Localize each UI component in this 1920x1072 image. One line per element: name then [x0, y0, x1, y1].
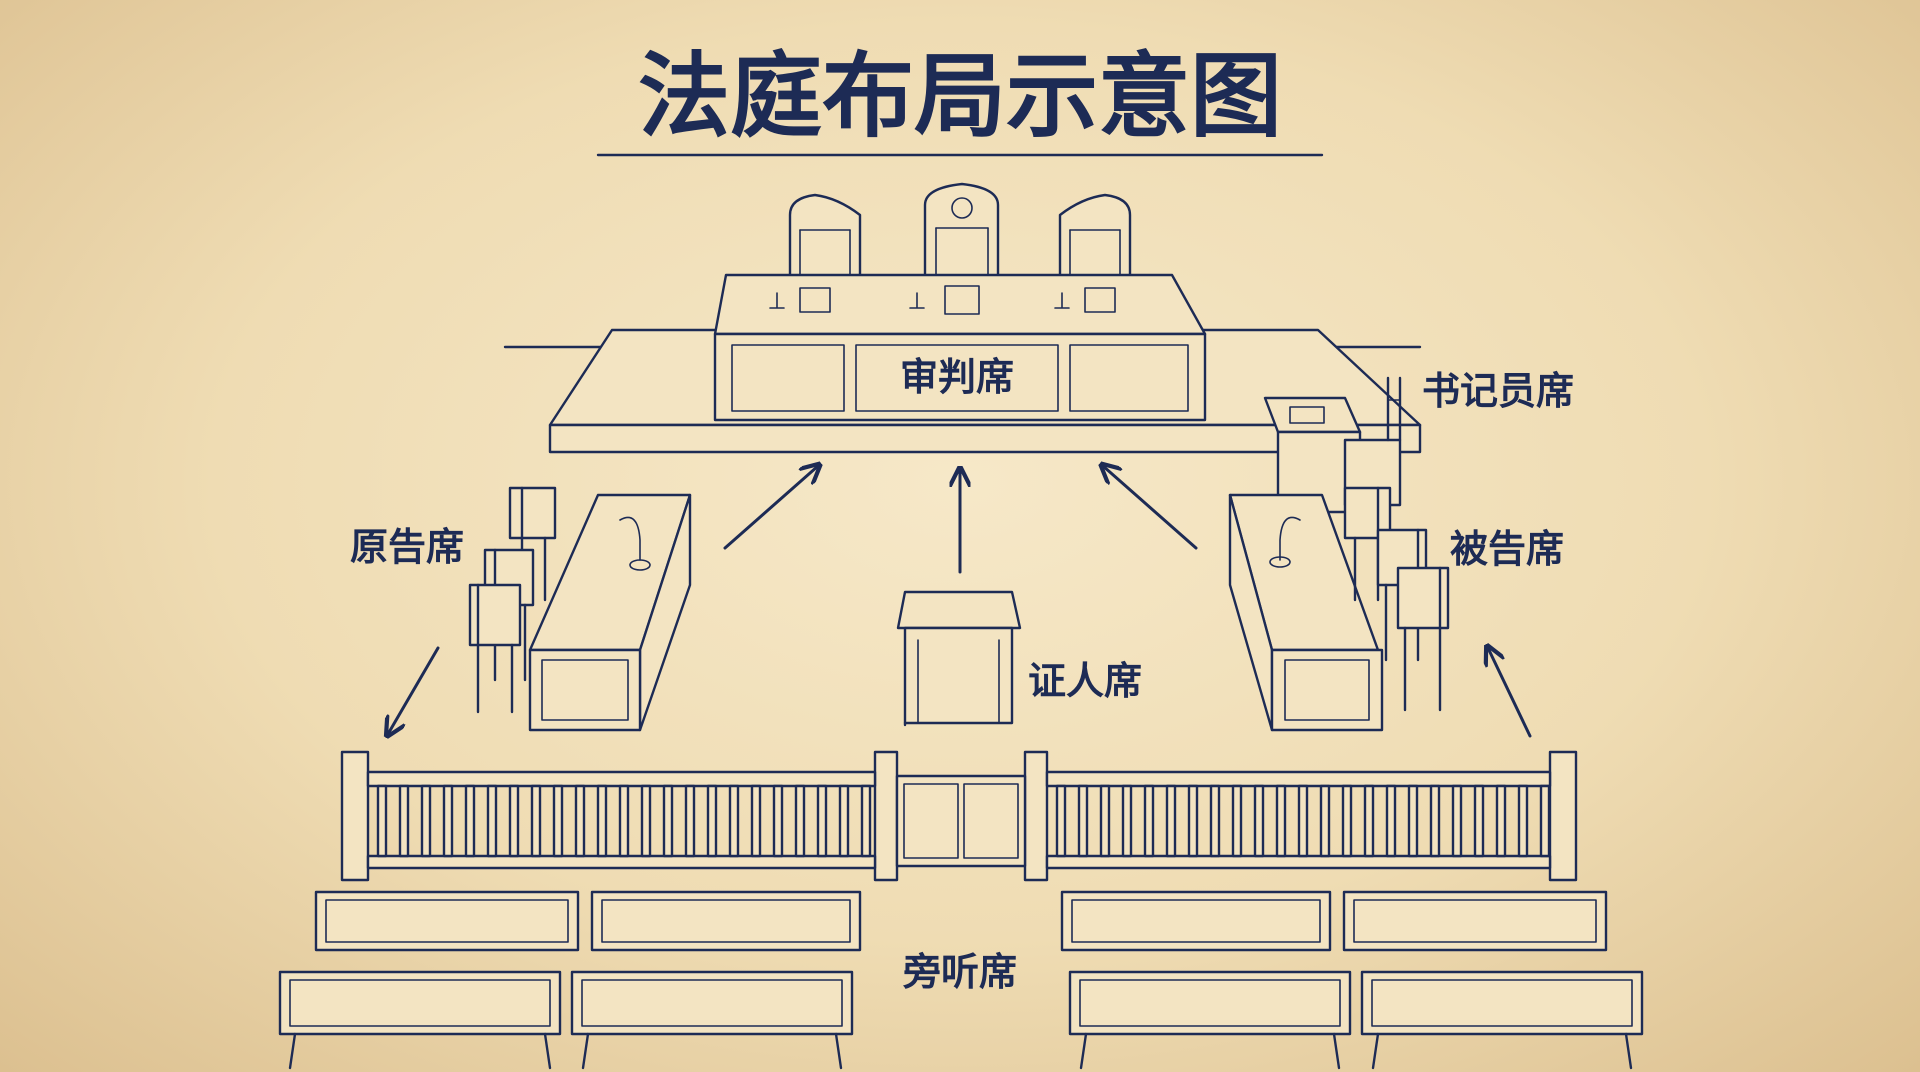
witness-label: 证人席: [1028, 658, 1142, 703]
baluster: [1077, 784, 1089, 858]
baluster: [1121, 784, 1133, 858]
baluster: [530, 784, 542, 858]
baluster: [486, 784, 498, 858]
baluster: [1319, 784, 1331, 858]
bench-front-right-1: [1068, 970, 1352, 1070]
baluster: [1341, 784, 1353, 858]
baluster: [596, 784, 608, 858]
baluster: [1451, 784, 1463, 858]
baluster: [640, 784, 652, 858]
gallery-label: 旁听席: [902, 949, 1017, 994]
baluster: [420, 784, 432, 858]
baluster: [464, 784, 476, 858]
balusters-left: [376, 784, 872, 858]
baluster: [1253, 784, 1265, 858]
baluster: [816, 784, 828, 858]
baluster: [376, 784, 388, 858]
baluster: [1231, 784, 1243, 858]
judge-chair-left: [788, 193, 862, 284]
witness-stand: [896, 590, 1022, 727]
defendant-chairs: [1343, 486, 1450, 712]
defendant-desk: [1228, 493, 1384, 732]
bench-back-left-2: [590, 890, 862, 952]
baluster: [618, 784, 630, 858]
baluster: [838, 784, 850, 858]
baluster: [1385, 784, 1397, 858]
bench-back-left-1: [314, 890, 580, 952]
balusters-right: [1055, 784, 1551, 858]
plaintiff-chair-1: [508, 486, 557, 602]
baluster: [1473, 784, 1485, 858]
baluster: [442, 784, 454, 858]
bench-front-left-2: [570, 970, 854, 1070]
baluster: [1429, 784, 1441, 858]
baluster: [574, 784, 586, 858]
plaintiff-chairs: [468, 486, 557, 714]
baluster: [398, 784, 410, 858]
baluster: [728, 784, 740, 858]
arrow-gallery-to-defendant: [1488, 648, 1532, 738]
baluster: [706, 784, 718, 858]
baluster: [1209, 784, 1221, 858]
judge-chairs: [788, 182, 1132, 284]
baluster: [1275, 784, 1287, 858]
baluster: [794, 784, 806, 858]
baluster: [508, 784, 520, 858]
page-title: 法庭布局示意图: [638, 42, 1282, 150]
defendant-chair-3: [1396, 566, 1450, 712]
baluster: [772, 784, 784, 858]
baluster: [1055, 784, 1067, 858]
flow-arrows: [388, 466, 1532, 738]
judge-chair-center: [923, 182, 1000, 284]
baluster: [1495, 784, 1507, 858]
clerk-label: 书记员席: [1422, 368, 1574, 413]
bar-railing: [340, 750, 1578, 882]
baluster: [662, 784, 674, 858]
baluster: [684, 784, 696, 858]
baluster: [1143, 784, 1155, 858]
baluster: [1407, 784, 1419, 858]
plaintiff-chair-3: [468, 583, 522, 714]
baluster: [860, 784, 872, 858]
baluster: [1539, 784, 1551, 858]
baluster: [1165, 784, 1177, 858]
plaintiff-label: 原告席: [350, 524, 464, 569]
baluster: [552, 784, 564, 858]
defendant-label: 被告席: [1450, 526, 1564, 571]
baluster: [750, 784, 762, 858]
arrow-plaintiff-to-judge: [723, 466, 818, 550]
baluster: [1517, 784, 1529, 858]
arrow-defendant-to-judge: [1103, 466, 1198, 550]
bench-back-right-2: [1342, 890, 1608, 952]
judge-label: 审判席: [900, 354, 1014, 399]
plaintiff-desk: [528, 493, 692, 732]
bench-front-left-1: [278, 970, 562, 1070]
baluster: [1099, 784, 1111, 858]
bench-back-right-1: [1060, 890, 1332, 952]
baluster: [1297, 784, 1309, 858]
gallery-benches: [278, 890, 1644, 1070]
judge-chair-right: [1058, 193, 1132, 284]
judge-bench: [713, 273, 1207, 422]
arrow-plaintiff-to-gallery: [388, 646, 440, 734]
bench-front-right-2: [1360, 970, 1644, 1070]
baluster: [1187, 784, 1199, 858]
baluster: [1363, 784, 1375, 858]
